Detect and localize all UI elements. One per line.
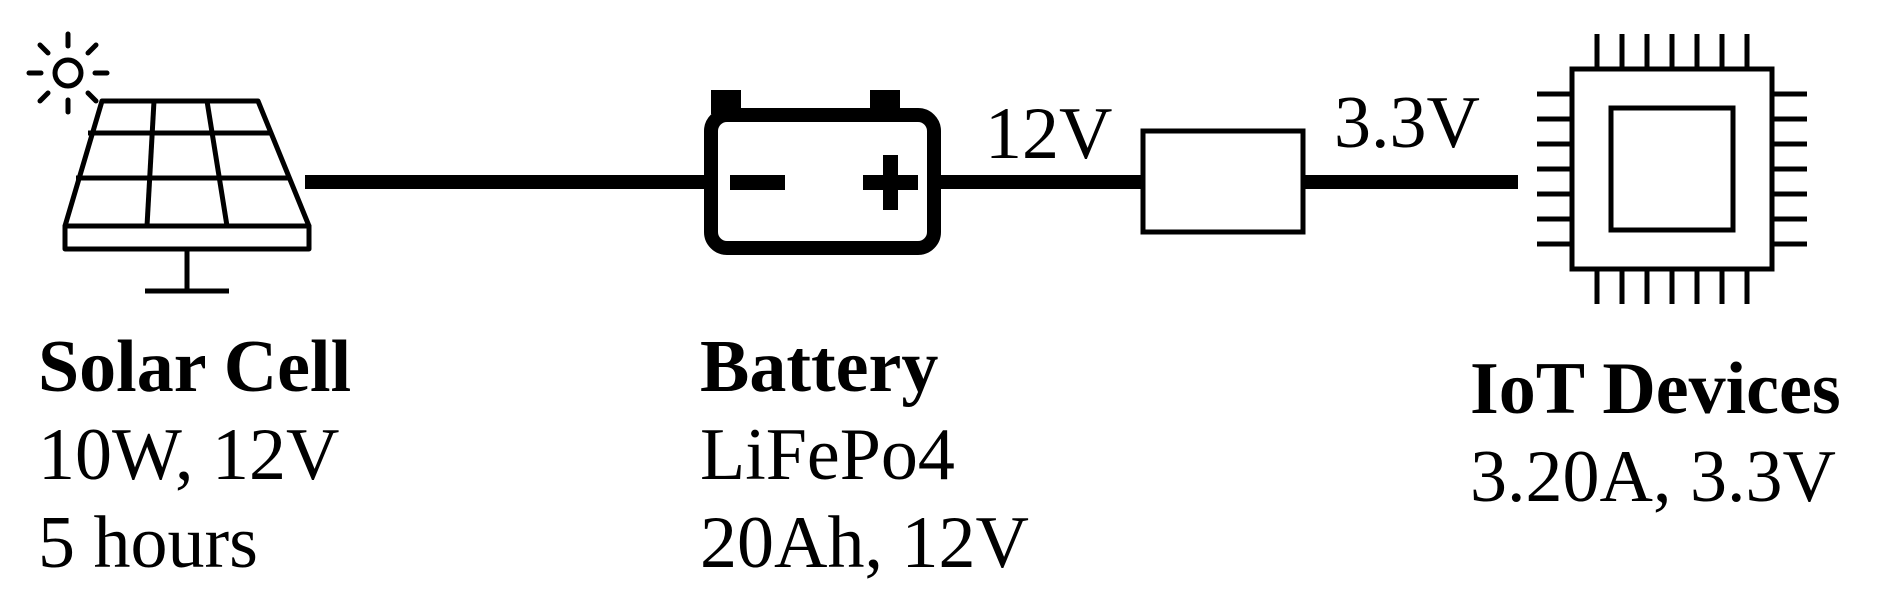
solar-cell-duration: 5 hours bbox=[38, 502, 258, 584]
battery-capacity: 20Ah, 12V bbox=[700, 502, 1029, 584]
plus-sign-v bbox=[883, 155, 898, 210]
solar-panel-icon bbox=[62, 98, 312, 294]
solar-cell-title: Solar Cell bbox=[38, 326, 352, 408]
wire-label-12v: 12V bbox=[985, 93, 1113, 175]
iot-devices-spec: 3.20A, 3.3V bbox=[1470, 436, 1836, 518]
battery-chemistry: LiFePo4 bbox=[700, 414, 955, 496]
iot-devices-title: IoT Devices bbox=[1470, 348, 1841, 430]
wire-label-3v3: 3.3V bbox=[1334, 82, 1480, 164]
minus-sign bbox=[730, 175, 785, 190]
battery-icon bbox=[704, 90, 941, 255]
iot-devices-label: IoT Devices 3.20A, 3.3V bbox=[1470, 352, 1841, 514]
solar-cell-label: Solar Cell 10W, 12V 5 hours bbox=[38, 330, 351, 580]
converter-box bbox=[1140, 128, 1306, 235]
battery-title: Battery bbox=[700, 326, 939, 408]
sun-icon bbox=[26, 31, 110, 115]
solar-cell-spec: 10W, 12V bbox=[38, 414, 340, 496]
battery-label: Battery LiFePo4 20Ah, 12V bbox=[700, 330, 1029, 580]
chip-icon bbox=[1537, 34, 1807, 304]
